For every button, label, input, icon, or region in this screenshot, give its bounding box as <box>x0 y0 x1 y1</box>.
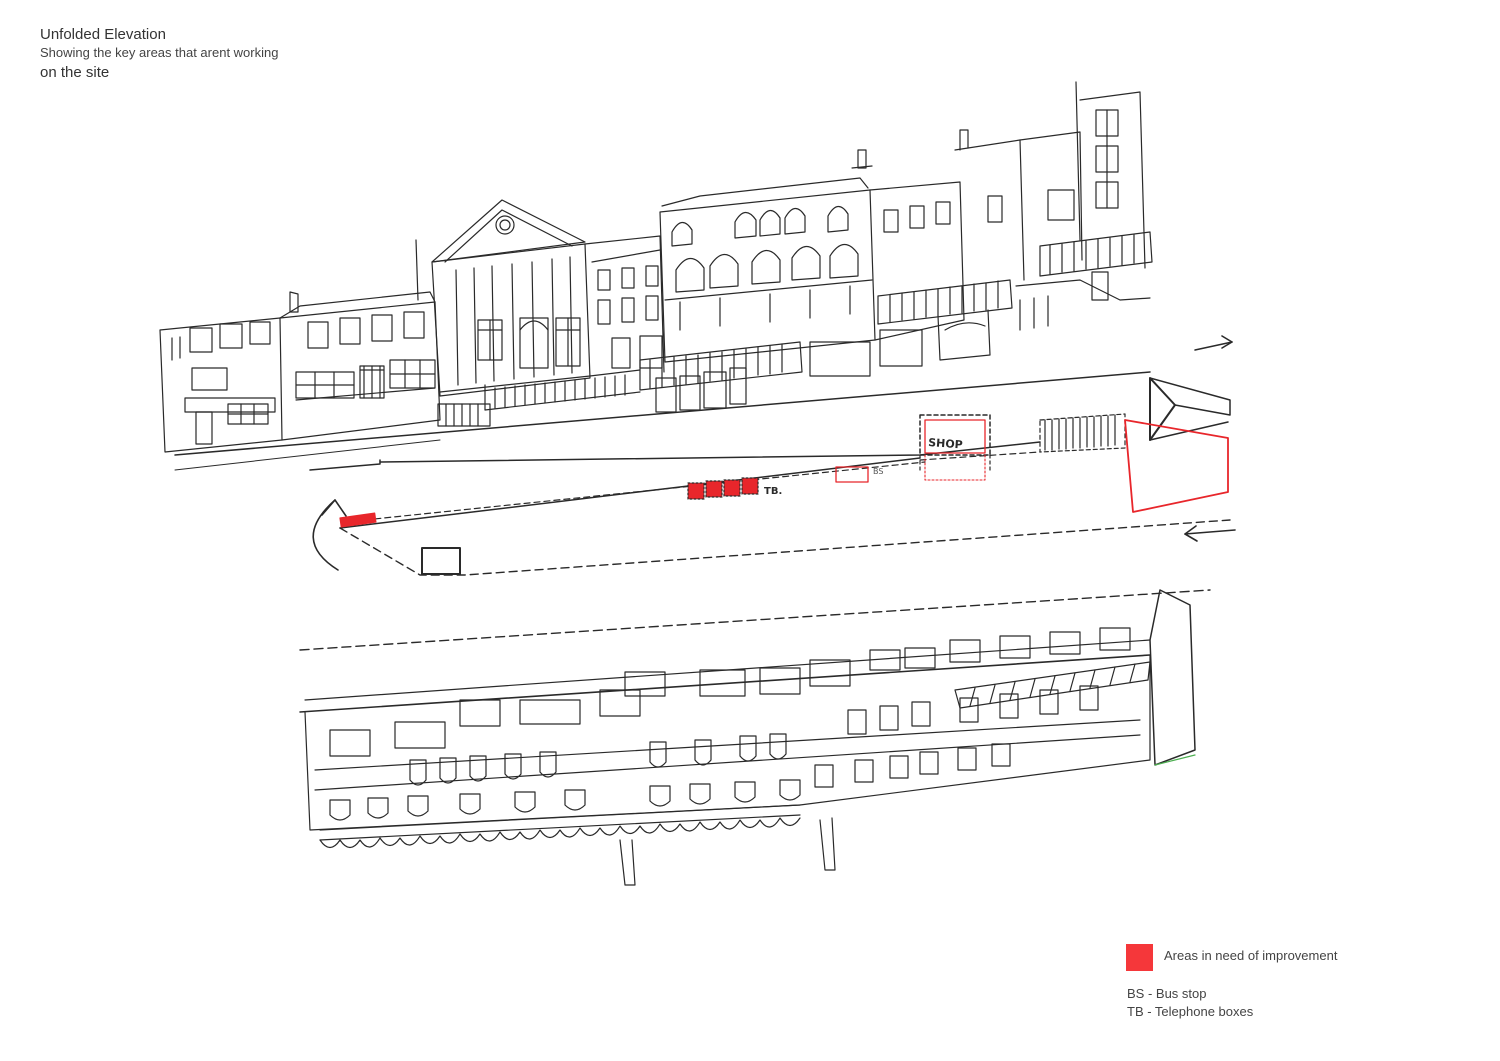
pediment-building <box>415 199 641 427</box>
bus-stop-box <box>835 466 869 483</box>
improvement-swatch <box>1126 944 1153 971</box>
highlight-building-plot <box>1124 419 1229 513</box>
middle-buildings <box>584 149 876 413</box>
abbr-telephone-boxes: TB - Telephone boxes <box>1127 1004 1254 1019</box>
page-title: Unfolded Elevation <box>40 26 166 43</box>
highlight-corner <box>339 512 377 528</box>
right-buildings <box>809 81 1153 377</box>
improvement-areas <box>339 414 1229 528</box>
page-subtitle: Showing the key areas that arent working <box>40 45 279 60</box>
abbr-bus-stop: BS - Bus stop <box>1127 986 1207 1001</box>
upper-elevation <box>159 81 1153 471</box>
lower-elevation <box>299 589 1196 886</box>
bus-stop-label: BS <box>873 467 883 476</box>
shop-highlight <box>919 414 991 481</box>
street-plan <box>299 335 1236 651</box>
abbreviations: BS - Bus stop TB - Telephone boxes <box>1127 985 1253 1021</box>
corner-building <box>159 291 299 453</box>
title-block: Unfolded Elevation Showing the key areas… <box>40 26 278 84</box>
legend-improvement-label: Areas in need of improvement <box>1164 948 1338 963</box>
shop-buildings <box>279 291 441 441</box>
page-subtitle-2: on the site <box>40 64 110 81</box>
telephone-boxes <box>687 477 759 500</box>
telephone-boxes-label: TB. <box>764 486 782 497</box>
shop-label: SHOP <box>928 436 963 451</box>
